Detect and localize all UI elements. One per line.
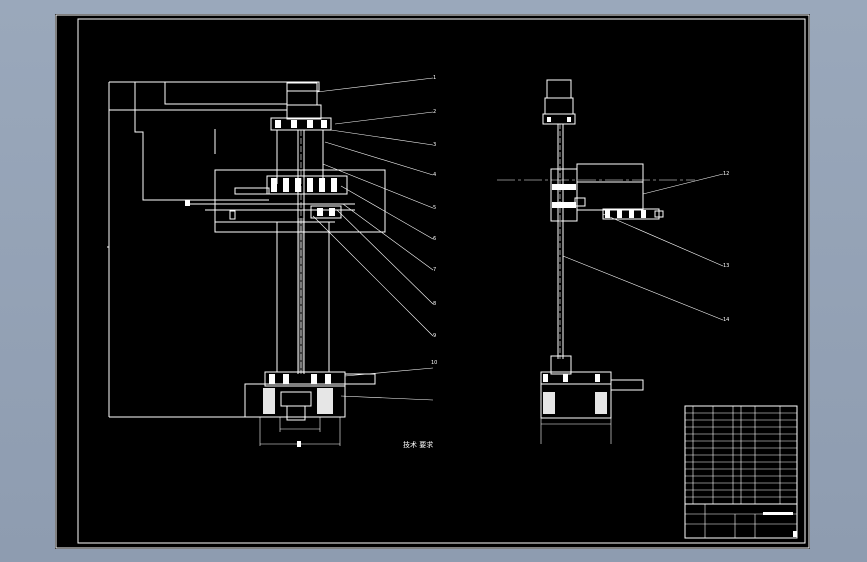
balloon-7: 7 — [433, 267, 436, 273]
balloon-9: 9 — [433, 333, 436, 339]
balloon-12: 12 — [723, 171, 729, 177]
balloon-8: 8 — [433, 301, 436, 307]
balloon-10: 10 — [431, 360, 437, 366]
leaders-side — [562, 173, 724, 321]
title-block — [684, 405, 798, 539]
balloon-13: 13 — [723, 263, 729, 269]
front-view — [107, 81, 386, 447]
technical-requirements: 技术 要求 — [403, 440, 433, 449]
outer-border — [55, 14, 810, 549]
assembly-drawing: 1 2 3 4 5 6 7 8 9 10 — [55, 14, 810, 549]
balloon-6: 6 — [433, 236, 436, 242]
balloon-labels-side: 12 13 14 — [723, 171, 729, 323]
balloon-14: 14 — [723, 317, 729, 323]
side-view — [497, 79, 695, 444]
balloon-5: 5 — [433, 205, 436, 211]
drawing-sheet[interactable]: 1 2 3 4 5 6 7 8 9 10 — [55, 14, 810, 549]
leaders-front — [312, 77, 434, 401]
balloon-labels-front: 1 2 3 4 5 6 7 8 9 10 — [431, 75, 437, 366]
inner-border — [77, 18, 806, 544]
balloon-1: 1 — [433, 75, 436, 81]
balloon-4: 4 — [433, 172, 436, 178]
balloon-2: 2 — [433, 109, 436, 115]
balloon-3: 3 — [433, 142, 436, 148]
tech-title: 技术 要求 — [403, 440, 433, 449]
